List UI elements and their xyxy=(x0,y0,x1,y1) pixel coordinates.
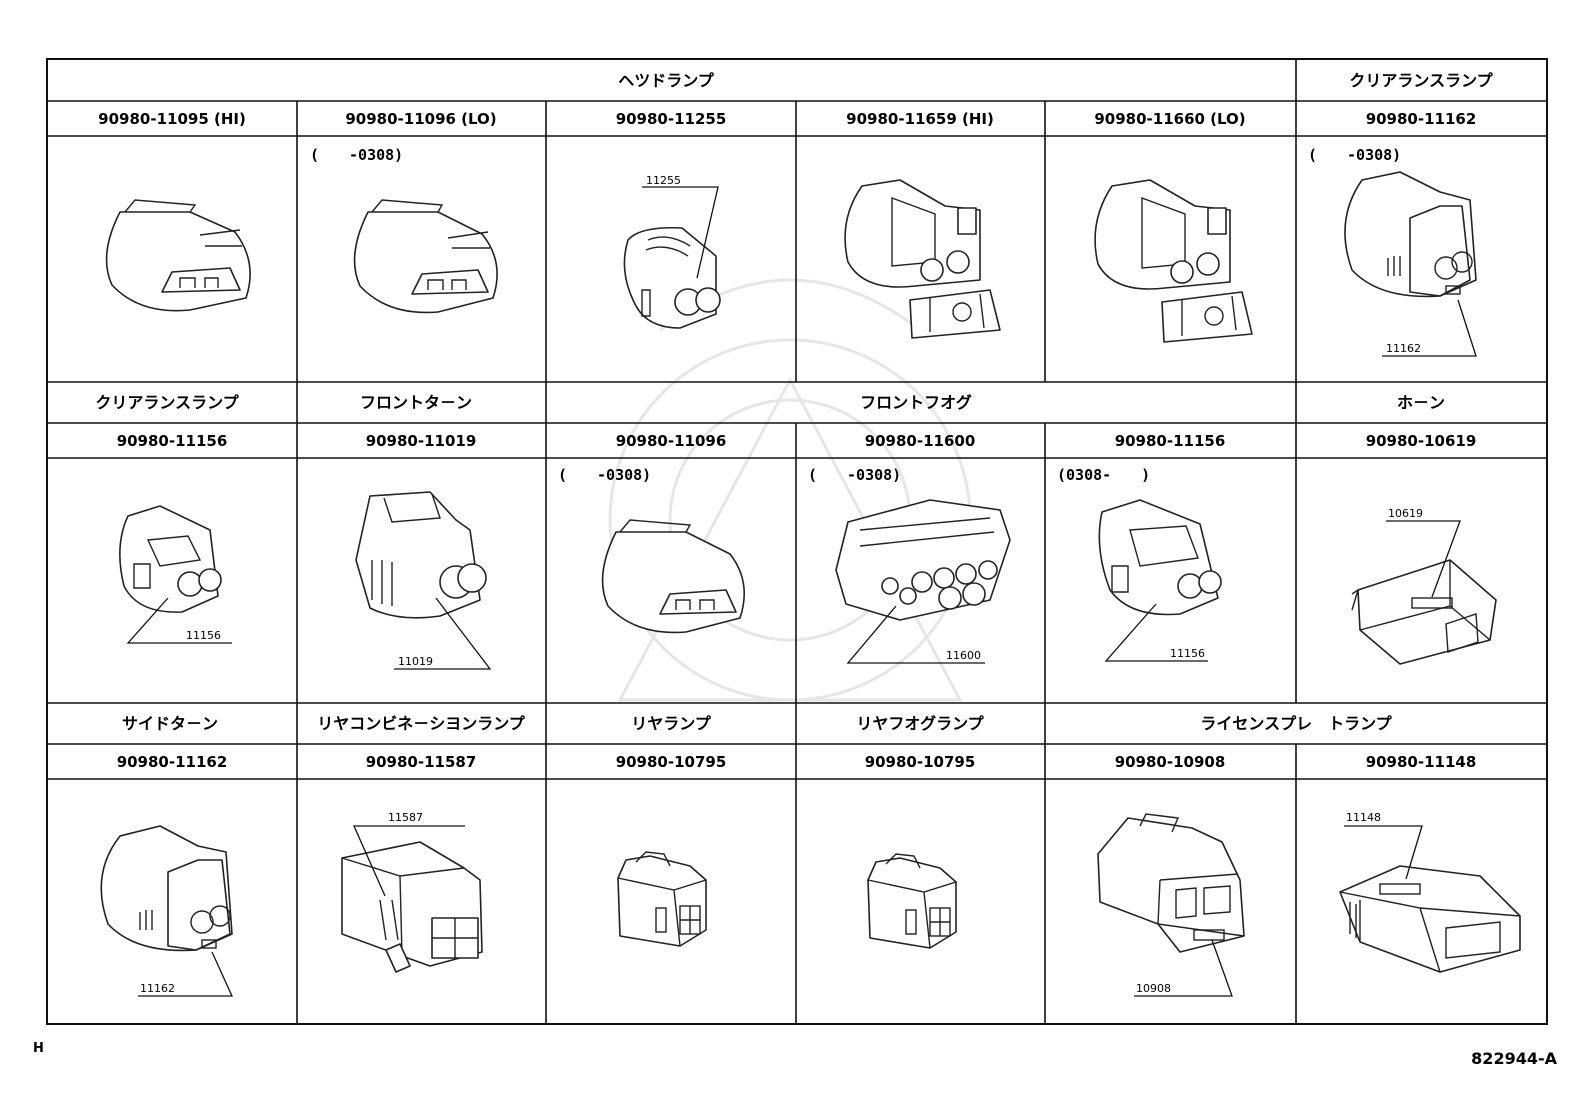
group-header-front-fog: フロントフオグ xyxy=(860,393,972,412)
group-header-rear-lamp: リヤランプ xyxy=(631,714,712,733)
group-header-headlamp: ヘツドランプ xyxy=(618,71,715,90)
callout-r2c6: 10619 xyxy=(1388,507,1423,520)
part-number-r3c1: 90980-11162 xyxy=(117,753,228,771)
connector-drawing-r2c6 xyxy=(1351,520,1497,665)
group-header-rear-fog: リヤフオグランプ xyxy=(856,714,984,733)
part-number-r2c6: 90980-10619 xyxy=(1366,432,1477,450)
group-header-license-plate: ライセンスプレ トランプ xyxy=(1200,714,1392,733)
part-number-r1c6: 90980-11162 xyxy=(1366,110,1477,128)
part-number-r3c3: 90980-10795 xyxy=(616,753,727,771)
part-number-r1c5: 90980-11660 (LO) xyxy=(1094,110,1245,128)
part-number-r1c2: 90980-11096 (LO) xyxy=(345,110,496,128)
callout-r1c3: 11255 xyxy=(646,174,681,187)
callout-r2c2: 11019 xyxy=(398,655,433,668)
callout-r2c1: 11156 xyxy=(186,629,221,642)
part-number-r3c2: 90980-11587 xyxy=(366,753,477,771)
connector-drawing-r3c4 xyxy=(867,853,957,949)
connector-drawing-r1c1 xyxy=(105,199,251,312)
date-range-r1c2: ( -0308) xyxy=(310,146,403,164)
date-range-r2c5: (0308- ) xyxy=(1057,466,1150,484)
connector-drawing-r1c6 xyxy=(1344,171,1477,357)
group-header-clearance-lamp-top: クリアランスランプ xyxy=(1349,71,1493,90)
part-number-r3c4: 90980-10795 xyxy=(865,753,976,771)
callout-r3c5: 10908 xyxy=(1136,982,1171,995)
part-number-r3c5: 90980-10908 xyxy=(1115,753,1226,771)
part-number-r2c5: 90980-11156 xyxy=(1115,432,1226,450)
connector-drawing-r3c5 xyxy=(1097,813,1245,997)
corner-mark: H xyxy=(33,1041,44,1056)
connector-drawing-r2c2 xyxy=(355,491,492,670)
callout-r2c4: 11600 xyxy=(946,649,981,662)
group-header-front-turn: フロントタ－ン xyxy=(360,393,472,412)
connector-drawing-r1c2 xyxy=(353,199,498,314)
callout-r1c6: 11162 xyxy=(1386,342,1421,355)
part-number-r3c6: 90980-11148 xyxy=(1366,753,1477,771)
connector-drawing-r1c5 xyxy=(1094,179,1253,343)
date-range-r1c6: ( -0308) xyxy=(1308,146,1401,164)
connector-drawing-r2c5 xyxy=(1098,499,1222,662)
connector-drawing-r3c1 xyxy=(100,825,234,997)
part-number-r2c2: 90980-11019 xyxy=(366,432,477,450)
connector-drawing-r3c3 xyxy=(617,851,707,947)
grid-lines xyxy=(46,58,1548,1025)
group-header-clearance-lamp-mid: クリアランスランプ xyxy=(95,393,239,412)
group-header-side-turn: サイドタ－ン xyxy=(122,714,218,733)
part-number-r2c1: 90980-11156 xyxy=(117,432,228,450)
part-number-r2c4: 90980-11600 xyxy=(865,432,976,450)
connector-drawing-r3c6 xyxy=(1339,825,1521,973)
group-header-horn: ホ－ン xyxy=(1397,393,1445,412)
watermark-emblem xyxy=(608,278,972,702)
part-number-r1c3: 90980-11255 xyxy=(616,110,727,128)
part-number-r2c3: 90980-11096 xyxy=(616,432,727,450)
group-header-rear-combination: リヤコンビネ－シヨンランプ xyxy=(317,714,526,733)
date-range-r2c3: ( -0308) xyxy=(558,466,651,484)
connector-drawing-r2c4 xyxy=(835,499,1011,664)
connector-drawing-r3c2 xyxy=(341,825,483,973)
callout-r3c6: 11148 xyxy=(1346,811,1381,824)
callout-r3c2: 11587 xyxy=(388,811,423,824)
connector-drawing-r2c3 xyxy=(601,519,746,634)
figure-number: 822944-A xyxy=(1471,1049,1557,1068)
callout-r3c1: 11162 xyxy=(140,982,175,995)
part-number-r1c4: 90980-11659 (HI) xyxy=(846,110,994,128)
connector-drawing-r1c3 xyxy=(623,186,721,329)
connector-drawing-r2c1 xyxy=(119,505,232,644)
part-number-r1c1: 90980-11095 (HI) xyxy=(98,110,246,128)
callout-r2c5: 11156 xyxy=(1170,647,1205,660)
connector-drawing-r1c4 xyxy=(844,179,1001,339)
date-range-r2c4: ( -0308) xyxy=(808,466,901,484)
